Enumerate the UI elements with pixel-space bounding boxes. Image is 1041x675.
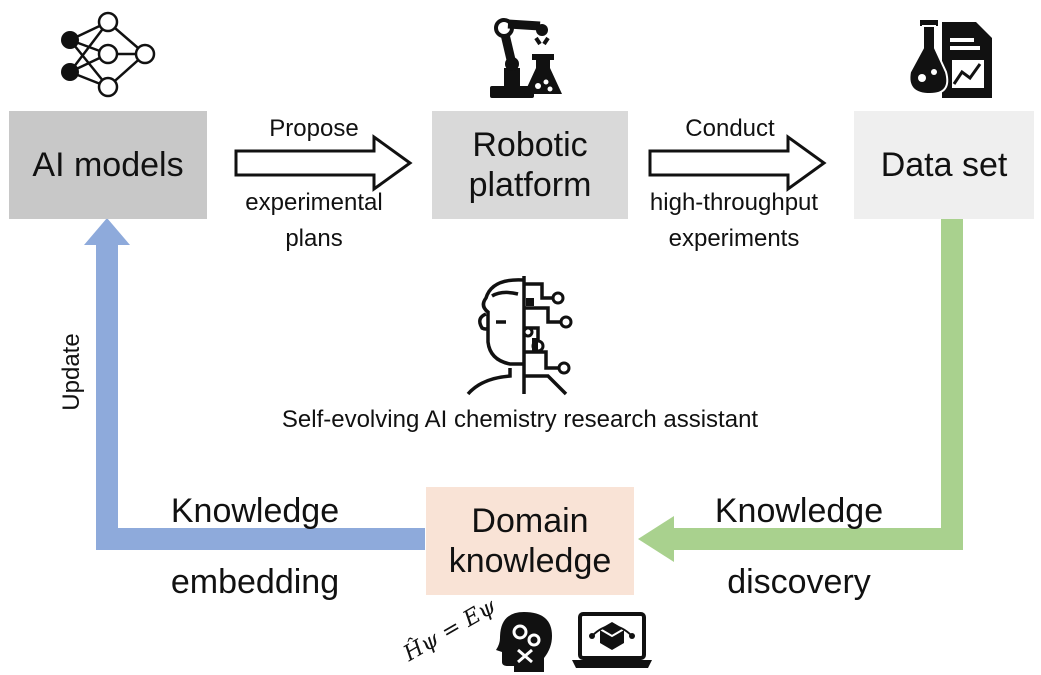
propose-arrow (234, 134, 413, 192)
robotic-platform-label-line1: Robotic (472, 126, 588, 164)
laptop-cube-icon (572, 612, 652, 668)
experimental-label: experimental (245, 189, 383, 216)
human-robot-face-icon (466, 276, 573, 396)
knowledge-embedding-label-2: embedding (170, 563, 340, 601)
data-set-box: Data set (854, 111, 1034, 219)
domain-knowledge-box: Domain knowledge (426, 487, 634, 595)
plans-label: plans (285, 225, 343, 252)
ai-models-box: AI models (9, 111, 207, 219)
robotic-platform-box: Robotic platform (432, 111, 628, 219)
conduct-label: Conduct (685, 115, 775, 142)
neural-network-icon (61, 11, 156, 98)
conduct-arrow (648, 134, 827, 192)
robot-arm-flask-icon (490, 18, 562, 98)
head-gears-icon (496, 612, 552, 672)
domain-knowledge-label-line1: Domain (471, 502, 589, 540)
domain-knowledge-label-line2: knowledge (448, 542, 612, 580)
high-throughput-label: high-throughput (649, 189, 819, 216)
knowledge-embedding-label-1: Knowledge (170, 492, 340, 530)
robotic-platform-label-line2: platform (468, 166, 592, 204)
center-caption: Self-evolving AI chemistry research assi… (281, 406, 759, 433)
data-set-label: Data set (880, 146, 1008, 184)
update-label: Update (58, 333, 85, 411)
knowledge-discovery-label-2: discovery (727, 563, 871, 601)
knowledge-discovery-label-1: Knowledge (714, 492, 884, 530)
experiments-label: experiments (668, 225, 800, 252)
propose-label: Propose (269, 115, 359, 142)
lab-report-icon (908, 20, 992, 98)
ai-models-label: AI models (32, 146, 184, 184)
